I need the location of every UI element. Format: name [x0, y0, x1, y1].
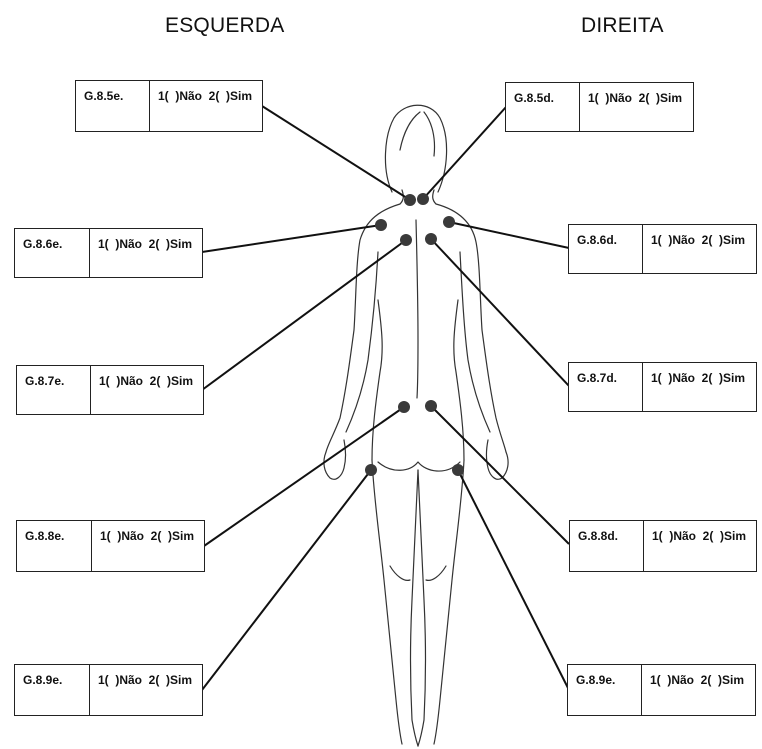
yes-no-options[interactable]: 1( )Não 2( )Sim	[90, 665, 192, 715]
heading-right: DIREITA	[581, 14, 664, 38]
body-outline	[324, 105, 508, 746]
point-code: G.8.8d.	[570, 521, 644, 571]
point-left-9	[365, 464, 377, 476]
yes-no-options[interactable]: 1( )Não 2( )Sim	[643, 363, 745, 411]
checkbox-box-left-6[interactable]: G.8.6e. 1( )Não 2( )Sim	[14, 228, 203, 278]
connector-line-left-7	[202, 240, 406, 390]
point-code: G.8.5e.	[76, 81, 150, 131]
checkbox-box-left-5[interactable]: G.8.5e. 1( )Não 2( )Sim	[75, 80, 263, 132]
checkbox-box-right-8[interactable]: G.8.8d. 1( )Não 2( )Sim	[569, 520, 757, 572]
connector-lines	[202, 106, 569, 690]
point-right-7	[425, 233, 437, 245]
point-code: G.8.7e.	[17, 366, 91, 414]
point-right-5	[417, 193, 429, 205]
yes-no-options[interactable]: 1( )Não 2( )Sim	[91, 366, 193, 414]
point-left-8	[398, 401, 410, 413]
connector-line-left-9	[202, 470, 371, 690]
connector-line-left-8	[204, 407, 404, 546]
point-code: G.8.5d.	[506, 83, 580, 131]
checkbox-box-right-6[interactable]: G.8.6d. 1( )Não 2( )Sim	[568, 224, 757, 274]
connector-line-right-7	[431, 239, 569, 386]
yes-no-options[interactable]: 1( )Não 2( )Sim	[643, 225, 745, 273]
checkbox-box-right-7[interactable]: G.8.7d. 1( )Não 2( )Sim	[568, 362, 757, 412]
connector-line-right-6	[449, 222, 569, 248]
point-left-7	[400, 234, 412, 246]
point-code: G.8.6d.	[569, 225, 643, 273]
connector-line-right-9	[458, 470, 569, 690]
connector-line-left-6	[202, 225, 381, 252]
checkbox-box-left-8[interactable]: G.8.8e. 1( )Não 2( )Sim	[16, 520, 205, 572]
yes-no-options[interactable]: 1( )Não 2( )Sim	[150, 81, 252, 131]
checkbox-box-left-7[interactable]: G.8.7e. 1( )Não 2( )Sim	[16, 365, 204, 415]
point-code: G.8.8e.	[17, 521, 92, 571]
point-right-8	[425, 400, 437, 412]
yes-no-options[interactable]: 1( )Não 2( )Sim	[90, 229, 192, 277]
point-left-5	[404, 194, 416, 206]
connector-line-right-8	[431, 406, 569, 544]
checkbox-box-right-5[interactable]: G.8.5d. 1( )Não 2( )Sim	[505, 82, 694, 132]
point-right-9	[452, 464, 464, 476]
heading-left: ESQUERDA	[165, 14, 284, 38]
connector-line-left-5	[262, 106, 410, 200]
point-code: G.8.6e.	[15, 229, 90, 277]
yes-no-options[interactable]: 1( )Não 2( )Sim	[92, 521, 194, 571]
yes-no-options[interactable]: 1( )Não 2( )Sim	[580, 83, 682, 131]
point-left-6	[375, 219, 387, 231]
checkbox-box-left-9[interactable]: G.8.9e. 1( )Não 2( )Sim	[14, 664, 203, 716]
point-code: G.8.7d.	[569, 363, 643, 411]
pain-points	[365, 193, 464, 476]
yes-no-options[interactable]: 1( )Não 2( )Sim	[642, 665, 744, 715]
yes-no-options[interactable]: 1( )Não 2( )Sim	[644, 521, 746, 571]
connector-line-right-5	[423, 107, 506, 199]
point-code: G.8.9e.	[568, 665, 642, 715]
point-right-6	[443, 216, 455, 228]
point-code: G.8.9e.	[15, 665, 90, 715]
checkbox-box-right-9[interactable]: G.8.9e. 1( )Não 2( )Sim	[567, 664, 756, 716]
